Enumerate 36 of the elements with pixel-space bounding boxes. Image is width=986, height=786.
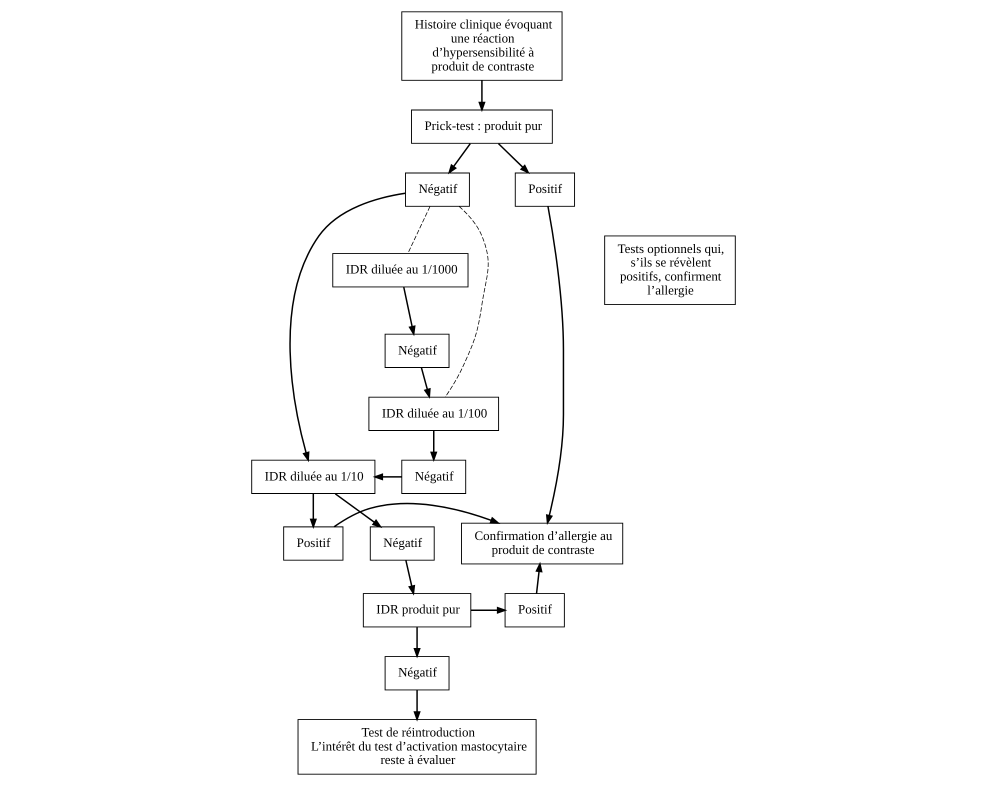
arrow: [545, 206, 564, 526]
connector: [407, 206, 430, 254]
arrow: [402, 286, 416, 336]
node-box: IDR diluée au 1/10: [250, 460, 375, 494]
arrow: [333, 502, 500, 528]
arrow: [334, 493, 382, 528]
node-box: Négatif: [384, 656, 449, 690]
node-box: Négatif: [369, 526, 434, 561]
arrow: [470, 606, 507, 614]
arrow: [412, 690, 420, 722]
node-box: IDR diluée au 1/1000: [332, 253, 468, 288]
node-box: Tests optionnels qui, s’ils se révèlent positifs, confirment l’allergie: [604, 236, 736, 305]
arrow: [430, 430, 437, 462]
node-box: Négatif: [400, 460, 466, 494]
arrow: [412, 627, 420, 658]
arrow: [420, 368, 430, 399]
node-box: Positif: [282, 526, 343, 561]
arrow: [497, 143, 530, 174]
node-box: Prick-test : produit pur: [410, 110, 552, 144]
node-box: IDR produit pur: [362, 593, 471, 628]
arrow: [478, 80, 486, 112]
arrow: [372, 473, 402, 480]
connector: [444, 206, 488, 398]
arrow: [288, 192, 405, 462]
node-box: Test de réintroduction L’intérêt du test d’activation mastocytaire reste à évaluer: [297, 719, 536, 775]
arrow: [447, 143, 470, 174]
node-box: Négatif: [404, 172, 470, 207]
node-box: Positif: [504, 593, 564, 628]
node-box: IDR diluée au 1/100: [368, 396, 499, 431]
node-box: Négatif: [384, 334, 449, 368]
arrow: [404, 560, 415, 596]
arrow: [309, 494, 316, 530]
node-box: Confirmation d’allergie au produit de contraste: [460, 522, 623, 564]
arrow: [534, 562, 542, 594]
node-box: Histoire clinique évoquant une réaction d’hypersensibilité à produit de contraste: [400, 11, 562, 81]
node-box: Positif: [514, 172, 575, 207]
